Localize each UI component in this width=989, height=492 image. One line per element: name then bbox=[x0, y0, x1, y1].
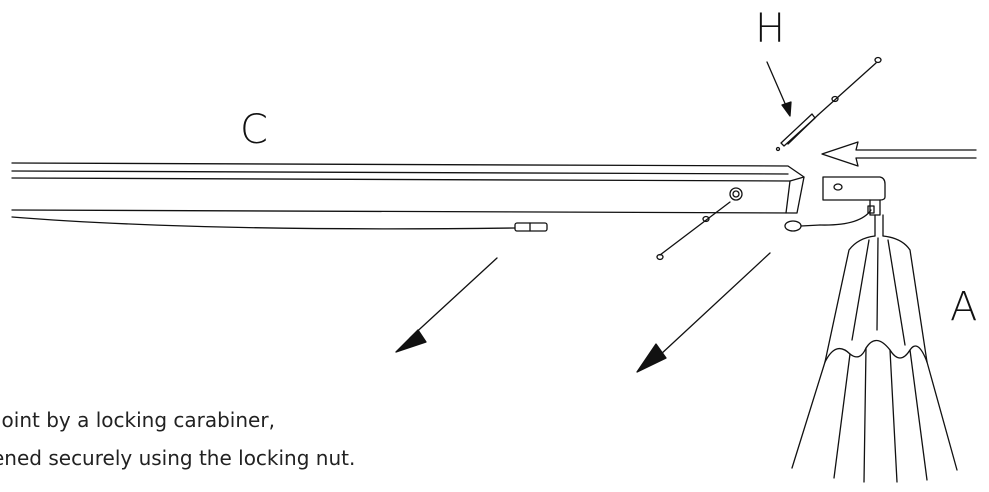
beam-c bbox=[11, 162, 805, 230]
label-a: A bbox=[950, 284, 977, 330]
label-h: H bbox=[755, 6, 785, 52]
caption-line-1: joint by a locking carabiner, bbox=[0, 408, 275, 432]
umbrella-a bbox=[791, 214, 958, 483]
tension-rod-h bbox=[775, 56, 882, 152]
pointer-h bbox=[766, 61, 792, 117]
cable-ferrule bbox=[514, 222, 548, 232]
arrow-remove-left bbox=[395, 257, 498, 353]
joint-bracket bbox=[784, 176, 886, 232]
beam-bolt bbox=[656, 187, 743, 261]
arrow-remove-right bbox=[636, 252, 771, 373]
caption-line-2: ened securely using the locking nut. bbox=[0, 446, 356, 470]
insert-arrow bbox=[821, 141, 977, 167]
label-c: C bbox=[240, 107, 268, 153]
